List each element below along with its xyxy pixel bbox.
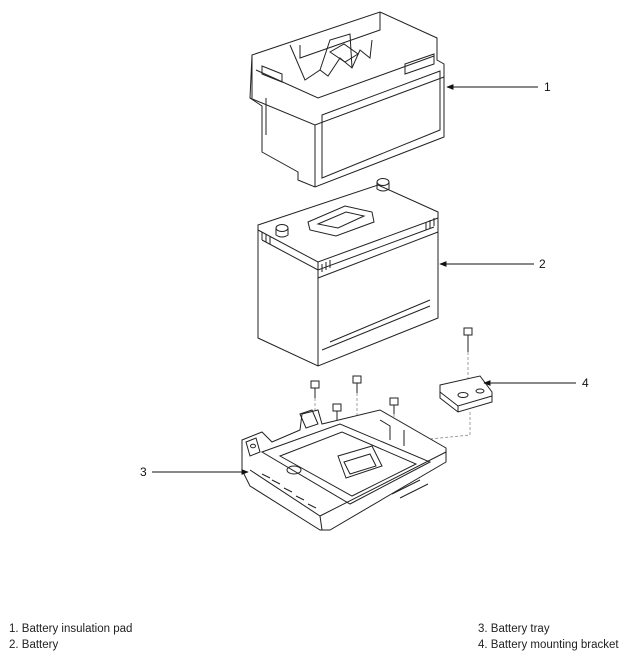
callout-2: 2 <box>539 257 546 271</box>
callout-4: 4 <box>582 376 589 390</box>
battery-tray <box>241 409 447 531</box>
battery-mounting-bracket <box>439 375 493 413</box>
legend-right: 3. Battery tray 4. Battery mounting brac… <box>478 621 619 653</box>
bolt-3 <box>389 397 399 414</box>
legend-item-battery: 2. Battery <box>9 639 59 651</box>
legend-item-insulation-pad: 1. Battery insulation pad <box>9 623 133 635</box>
bolt-upper-right <box>463 327 473 352</box>
callout-3: 3 <box>140 465 147 479</box>
battery <box>257 178 439 367</box>
callout-1: 1 <box>544 80 551 94</box>
exploded-view-diagram <box>152 11 576 531</box>
bolt-1 <box>310 380 320 398</box>
battery-insulation-pad <box>249 11 445 188</box>
bolt-4 <box>332 403 342 420</box>
legend-item-battery-tray: 3. Battery tray <box>478 623 550 635</box>
bolt-2 <box>352 375 362 393</box>
legend-item-mounting-bracket: 4. Battery mounting bracket <box>478 639 619 651</box>
legend-left: 1. Battery insulation pad 2. Battery <box>9 621 132 653</box>
bolts <box>310 327 473 420</box>
